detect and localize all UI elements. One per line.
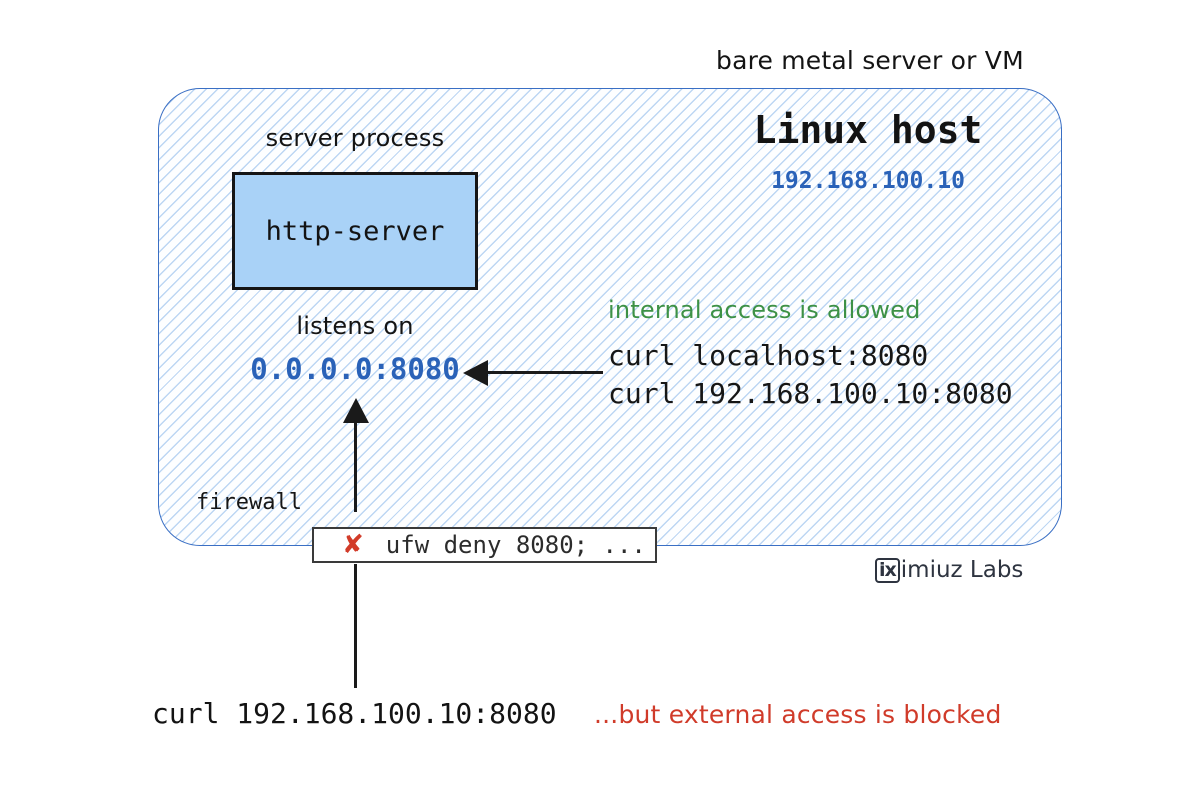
firewall-rule-box: ✘ ufw deny 8080; ... [312, 527, 657, 563]
linux-host-container [158, 88, 1062, 546]
external-access-line [354, 564, 357, 688]
external-blocked-note: ...but external access is blocked [594, 700, 1002, 729]
firewall-arrowhead-up-icon [343, 398, 369, 423]
listen-address: 0.0.0.0:8080 [250, 352, 460, 386]
http-server-box: http-server [232, 172, 478, 290]
internal-curl-command-2: curl 192.168.100.10:8080 [608, 377, 1013, 410]
internal-access-note: internal access is allowed [608, 296, 921, 324]
firewall-label: firewall [196, 490, 302, 515]
host-title: Linux host [753, 108, 983, 152]
http-server-name: http-server [265, 215, 445, 247]
internal-access-arrow-line [486, 371, 603, 374]
outside-top-label: bare metal server or VM [716, 46, 1024, 75]
external-curl-command: curl 192.168.100.10:8080 [152, 697, 557, 730]
listens-on-label: listens on [296, 312, 414, 340]
logo-ix-box: ix [875, 557, 900, 583]
iximiuz-labs-logo: ix imiuz Labs [875, 557, 1023, 583]
internal-access-arrowhead-left-icon [463, 360, 488, 386]
firewall-rule-text: ufw deny 8080; ... [385, 531, 646, 559]
host-ip-address: 192.168.100.10 [771, 168, 965, 194]
internal-curl-command-1: curl localhost:8080 [608, 339, 929, 372]
logo-text: imiuz Labs [900, 557, 1024, 583]
deny-x-icon: ✘ [342, 530, 364, 560]
server-process-label: server process [265, 124, 445, 152]
firewall-arrow-line [354, 422, 357, 512]
